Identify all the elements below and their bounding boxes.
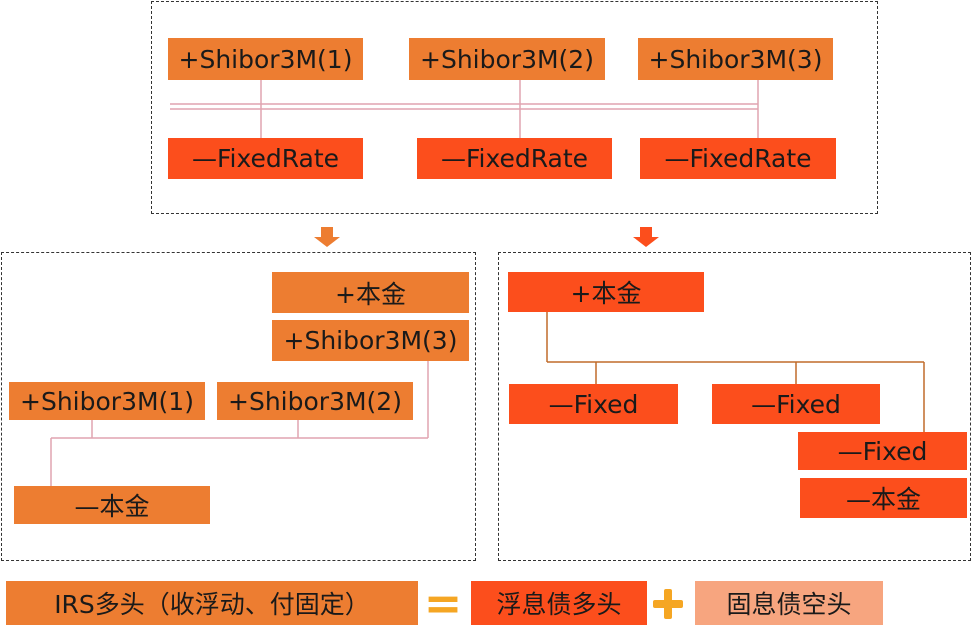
- floating-bond-panel: [1, 252, 476, 561]
- left-principal-in: +本金: [272, 272, 469, 313]
- left-principal-out: —本金: [14, 486, 210, 524]
- top-fixed-leg-1: —FixedRate: [168, 138, 363, 179]
- left-float-leg-1: +Shibor3M(1): [9, 382, 205, 420]
- right-principal-out: —本金: [800, 478, 967, 518]
- equation-term-fixed-bond-short: 固息债空头: [695, 581, 883, 625]
- top-connectors: [170, 80, 759, 138]
- plus-icon: [653, 589, 683, 619]
- right-principal-in: +本金: [508, 272, 704, 312]
- top-fixed-leg-2: —FixedRate: [417, 138, 612, 179]
- top-float-leg-1: +Shibor3M(1): [168, 38, 363, 80]
- right-fixed-leg-3: —Fixed: [798, 432, 967, 470]
- equation-lhs: IRS多头（收浮动、付固定）: [6, 581, 418, 625]
- left-float-leg-3: +Shibor3M(3): [272, 320, 469, 361]
- top-float-leg-3: +Shibor3M(3): [638, 38, 833, 80]
- right-connectors: [546, 312, 925, 432]
- top-swap-panel: [151, 1, 878, 214]
- left-float-leg-2: +Shibor3M(2): [217, 382, 413, 420]
- equals-symbol: =: [423, 576, 463, 630]
- equation-term-floating-bond-long: 浮息债多头: [471, 581, 647, 625]
- top-float-leg-2: +Shibor3M(2): [409, 38, 605, 80]
- right-fixed-leg-1: —Fixed: [509, 384, 678, 424]
- left-connectors: [50, 361, 429, 486]
- top-fixed-leg-3: —FixedRate: [640, 138, 836, 179]
- right-fixed-leg-2: —Fixed: [712, 384, 880, 424]
- fixed-bond-panel: [498, 252, 971, 561]
